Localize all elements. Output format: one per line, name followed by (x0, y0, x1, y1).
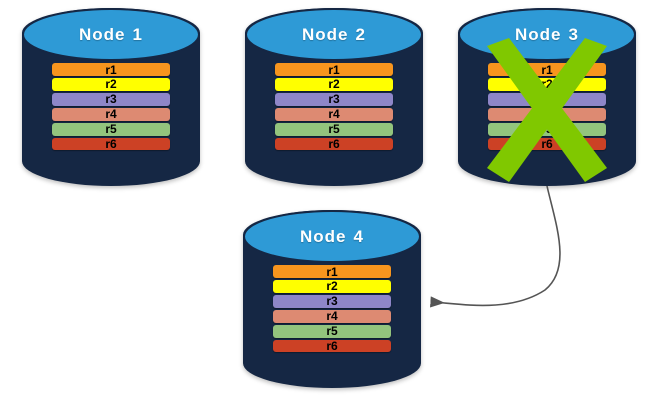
replica-row-label: r3 (541, 92, 553, 107)
replica-row-label: r2 (105, 77, 117, 92)
node-cylinder-4[interactable]: Node 4 r1 r2 r3 r4 r5 r6 (243, 210, 421, 388)
replica-row-label: r3 (105, 92, 117, 107)
replica-row[interactable]: r4 (273, 309, 391, 324)
replica-row[interactable]: r1 (273, 264, 391, 279)
replica-row-label: r2 (326, 279, 338, 294)
replica-row-label: r1 (105, 62, 117, 77)
replica-row-label: r1 (326, 264, 338, 279)
replica-row[interactable]: r5 (52, 122, 170, 137)
replica-row-label: r1 (541, 62, 553, 77)
replica-row-label: r1 (328, 62, 340, 77)
replica-row-label: r4 (541, 107, 553, 122)
node-cylinder-1[interactable]: Node 1 r1 r2 r3 r4 r5 r6 (22, 8, 200, 186)
replica-row[interactable]: r4 (275, 107, 393, 122)
replica-row-label: r4 (105, 107, 117, 122)
replica-row[interactable]: r6 (52, 136, 170, 151)
node-cylinder-2[interactable]: Node 2 r1 r2 r3 r4 r5 r6 (245, 8, 423, 186)
replica-row[interactable]: r3 (52, 92, 170, 107)
replica-row[interactable]: r3 (273, 294, 391, 309)
replica-row[interactable]: r6 (275, 136, 393, 151)
replica-row[interactable]: r1 (275, 62, 393, 77)
replica-row-label: r2 (328, 77, 340, 92)
replica-row-list: r1 r2 r3 r4 r5 r6 (273, 264, 391, 353)
cylinder-top-ellipse (458, 8, 636, 62)
replica-row-label: r6 (326, 338, 338, 353)
cylinder-top-ellipse (243, 210, 421, 264)
replica-row-label: r2 (541, 77, 553, 92)
replica-row-list: r1 r2 r3 r4 r5 r6 (488, 62, 606, 151)
replica-row[interactable]: r2 (273, 280, 391, 293)
replica-row[interactable]: r6 (488, 136, 606, 151)
arrow-path (430, 185, 561, 308)
replica-row[interactable]: r1 (52, 62, 170, 77)
replica-row[interactable]: r5 (273, 324, 391, 339)
replica-row-list: r1 r2 r3 r4 r5 r6 (52, 62, 170, 151)
replica-row-label: r6 (105, 136, 117, 151)
replica-row-label: r4 (326, 309, 338, 324)
replica-row-label: r5 (105, 122, 117, 137)
replica-row[interactable]: r1 (488, 62, 606, 77)
replica-row-label: r3 (328, 92, 340, 107)
cylinder-top-ellipse (22, 8, 200, 62)
replica-row-label: r6 (328, 136, 340, 151)
replica-row[interactable]: r2 (275, 78, 393, 91)
replica-row[interactable]: r6 (273, 338, 391, 353)
replica-row[interactable]: r4 (488, 107, 606, 122)
replica-row-label: r4 (328, 107, 340, 122)
replica-row-label: r3 (326, 294, 338, 309)
cylinder-top-ellipse (245, 8, 423, 62)
replica-row-label: r5 (541, 122, 553, 137)
replica-row-label: r5 (328, 122, 340, 137)
replica-row-label: r6 (541, 136, 553, 151)
replica-row[interactable]: r2 (488, 78, 606, 91)
replica-row[interactable]: r3 (275, 92, 393, 107)
node-cylinder-3[interactable]: Node 3 r1 r2 r3 r4 r5 r6 (458, 8, 636, 186)
replica-row[interactable]: r2 (52, 78, 170, 91)
replica-row[interactable]: r4 (52, 107, 170, 122)
replica-row[interactable]: r5 (488, 122, 606, 137)
replica-row-list: r1 r2 r3 r4 r5 r6 (275, 62, 393, 151)
replica-row-label: r5 (326, 324, 338, 339)
replica-row[interactable]: r5 (275, 122, 393, 137)
replica-row[interactable]: r3 (488, 92, 606, 107)
